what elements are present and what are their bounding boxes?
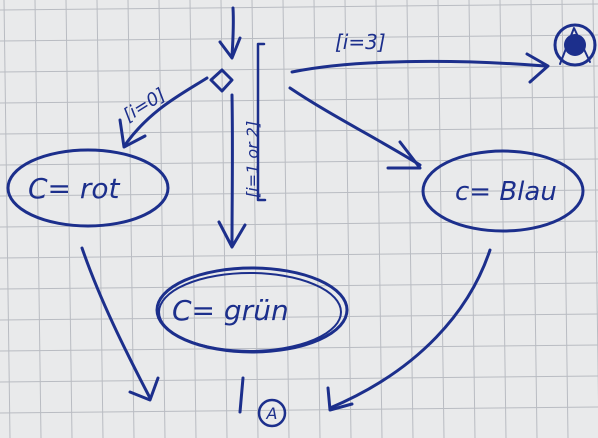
grid-line [592,0,598,402]
flow-to-blue [288,86,422,170]
final-node [553,23,597,67]
grid-line [282,0,290,438]
grid-line [0,65,598,73]
grid-line [3,0,11,438]
grid-line [561,0,569,438]
grid-line [65,0,73,438]
grid-line [96,0,104,438]
grid-line [406,0,414,438]
grid-line [0,127,598,135]
grid-line [251,0,259,438]
grid-line [499,0,507,438]
state-green-label: C= grün [172,294,289,327]
guard-middle: [i=1 or 2] [243,121,262,198]
grid-line [220,0,228,438]
state-red-label: C= rot [28,172,121,205]
grid-line [0,34,598,42]
merge-node-a: A [257,398,287,428]
grid-line [313,0,321,438]
grid-line [375,0,383,438]
grid-line [189,0,197,438]
decision-node [209,68,234,93]
grid-line [0,375,598,383]
grid-line [0,189,598,197]
state-red: C= rot [6,148,170,228]
flow-to-final [290,52,550,84]
flow-to-green [217,93,247,249]
grid-line [158,0,166,438]
guard-middle-bracket [256,42,267,202]
flow-green-to-merge [238,376,245,414]
guard-right: [i=3] [335,30,386,54]
grid-line [468,0,476,438]
grid-line [0,406,598,414]
grid-line [0,313,598,321]
flow-to-red [118,76,209,149]
state-green: C= grün [155,266,349,354]
merge-node-label: A [266,404,278,423]
grid-line [0,96,598,104]
flow-blue-to-merge [326,248,492,412]
grid-line [0,158,598,166]
grid-line [344,0,352,438]
state-blue-label: c= Blau [455,177,557,207]
grid-line [0,3,598,11]
grid-line [0,282,598,290]
initial-arrow [218,6,242,60]
grid-line [437,0,445,438]
guard-left: [i=0] [120,84,170,126]
grid-line [0,251,598,259]
flow-red-to-merge [80,246,160,402]
grid-line [530,0,538,438]
state-blue: c= Blau [421,149,585,233]
